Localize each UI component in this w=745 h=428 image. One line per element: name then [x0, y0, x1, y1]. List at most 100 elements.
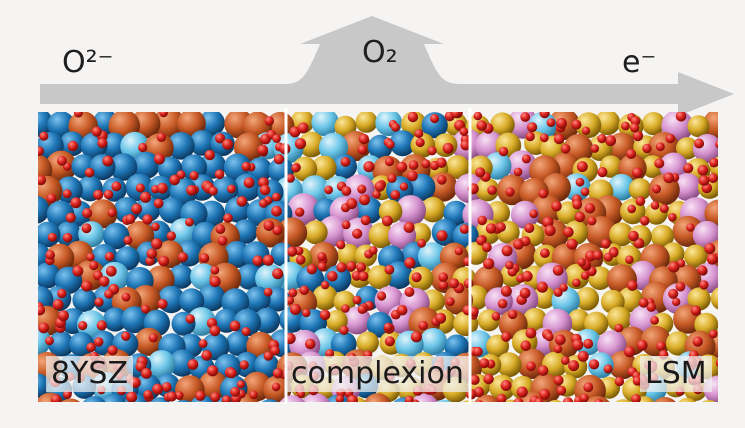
- oxygen-atom: [70, 197, 82, 209]
- oxygen-atom: [479, 358, 490, 369]
- manganese-atom: [475, 177, 500, 202]
- oxygen-atom: [415, 137, 425, 148]
- oxygen-atom: [157, 298, 168, 310]
- oxygen-atom: [553, 344, 563, 354]
- manganese-atom: [678, 397, 696, 402]
- oxygen-atom: [663, 172, 675, 184]
- oxygen-atom: [540, 248, 550, 258]
- oxygen-atom: [642, 143, 652, 154]
- oxygen-atom: [414, 129, 424, 139]
- oxygen-atom: [295, 207, 305, 217]
- oxygen-atom: [483, 373, 494, 385]
- strontium-atom: [279, 395, 306, 402]
- oxygen-atom: [505, 260, 514, 270]
- oxygen-atom: [148, 333, 158, 343]
- oxygen-atom: [436, 174, 447, 185]
- oxygen-atom: [600, 238, 611, 249]
- oxygen-atom: [52, 299, 64, 311]
- oxygen-atom: [86, 252, 95, 262]
- manganese-atom: [575, 287, 599, 311]
- oxygen-atom: [226, 368, 237, 379]
- oxygen-atom: [690, 305, 702, 316]
- oxygen-atom: [56, 155, 67, 166]
- zirconium-atom: [132, 151, 160, 179]
- oxygen-atom: [496, 222, 506, 232]
- oxygen-atom: [556, 117, 567, 129]
- zirconium-atom: [179, 288, 205, 314]
- oxygen-atom: [356, 262, 367, 273]
- manganese-atom: [676, 137, 699, 160]
- oxygen-atom: [572, 278, 581, 288]
- oxygen-molecule-label: O₂: [362, 35, 398, 70]
- oxygen-atom: [215, 133, 226, 144]
- manganese-atom: [462, 400, 474, 402]
- manganese-atom: [532, 286, 556, 309]
- lanthanum-atom: [198, 370, 228, 401]
- oxygen-atom: [139, 191, 152, 203]
- oxygen-atom: [227, 184, 236, 194]
- oxygen-atom: [521, 154, 531, 164]
- oxygen-atom: [385, 140, 395, 149]
- oxygen-atom: [257, 144, 269, 156]
- oxygen-atom: [57, 288, 67, 299]
- oxygen-atom: [286, 246, 298, 257]
- oxygen-atom: [632, 130, 644, 142]
- oxygen-atom: [650, 201, 660, 210]
- oxygen-atom: [614, 323, 624, 333]
- oxygen-atom: [104, 251, 115, 262]
- oxygen-atom: [473, 346, 483, 357]
- oxygen-atom: [706, 253, 718, 265]
- oxygen-atom: [574, 211, 586, 223]
- oxygen-atom: [73, 112, 83, 118]
- oxygen-atom: [698, 175, 710, 186]
- oxygen-atom: [199, 253, 210, 263]
- oxygen-atom: [131, 203, 143, 215]
- oxygen-atom: [104, 289, 114, 299]
- oxygen-atom: [195, 390, 206, 401]
- oxygen-atom: [396, 161, 408, 173]
- oxygen-atom: [542, 216, 554, 228]
- oxygen-atom: [81, 280, 93, 292]
- zirconium-atom: [101, 132, 127, 158]
- oxygen-atom: [156, 182, 168, 194]
- oxygen-atom: [382, 215, 393, 227]
- oxygen-atom: [421, 159, 431, 169]
- oxygen-atom: [403, 221, 415, 233]
- oxygen-atom: [209, 276, 221, 288]
- oxygen-atom: [236, 196, 248, 207]
- oxygen-atom: [551, 201, 562, 212]
- oxygen-atom: [317, 262, 327, 272]
- strontium-atom: [510, 200, 539, 229]
- yttrium-atom: [147, 350, 176, 379]
- oxygen-atom: [369, 246, 378, 255]
- oxygen-atom: [285, 173, 295, 183]
- oxygen-atom: [360, 215, 371, 226]
- oxygen-atom: [105, 265, 117, 277]
- oxygen-atom: [577, 350, 589, 362]
- oxygen-atom: [210, 265, 220, 275]
- oxygen-atom: [587, 216, 597, 226]
- oxygen-atom: [396, 304, 408, 316]
- oxygen-atom: [146, 248, 158, 259]
- oxygen-atom: [562, 397, 574, 402]
- oxygen-atom: [559, 283, 568, 292]
- oxygen-atom: [597, 134, 607, 144]
- oxygen-atom: [107, 345, 118, 356]
- oxygen-atom: [347, 395, 358, 402]
- lanthanum-atom: [364, 393, 392, 402]
- oxygen-atom: [289, 126, 301, 138]
- oxygen-atom: [166, 231, 176, 241]
- oxygen-atom: [84, 167, 95, 178]
- oxygen-atom: [271, 382, 281, 392]
- oxygen-atom: [697, 164, 709, 176]
- zirconium-atom: [211, 176, 239, 203]
- oxygen-atom: [299, 285, 310, 296]
- oxygen-atom: [476, 235, 487, 246]
- oxygen-atom: [339, 325, 349, 335]
- region-label-8ysz: 8YSZ: [46, 356, 134, 392]
- oxygen-atom: [229, 320, 241, 332]
- strontium-atom: [395, 195, 426, 226]
- oxygen-atom: [508, 309, 518, 320]
- oxygen-atom: [159, 112, 168, 118]
- oxygen-atom: [67, 140, 79, 152]
